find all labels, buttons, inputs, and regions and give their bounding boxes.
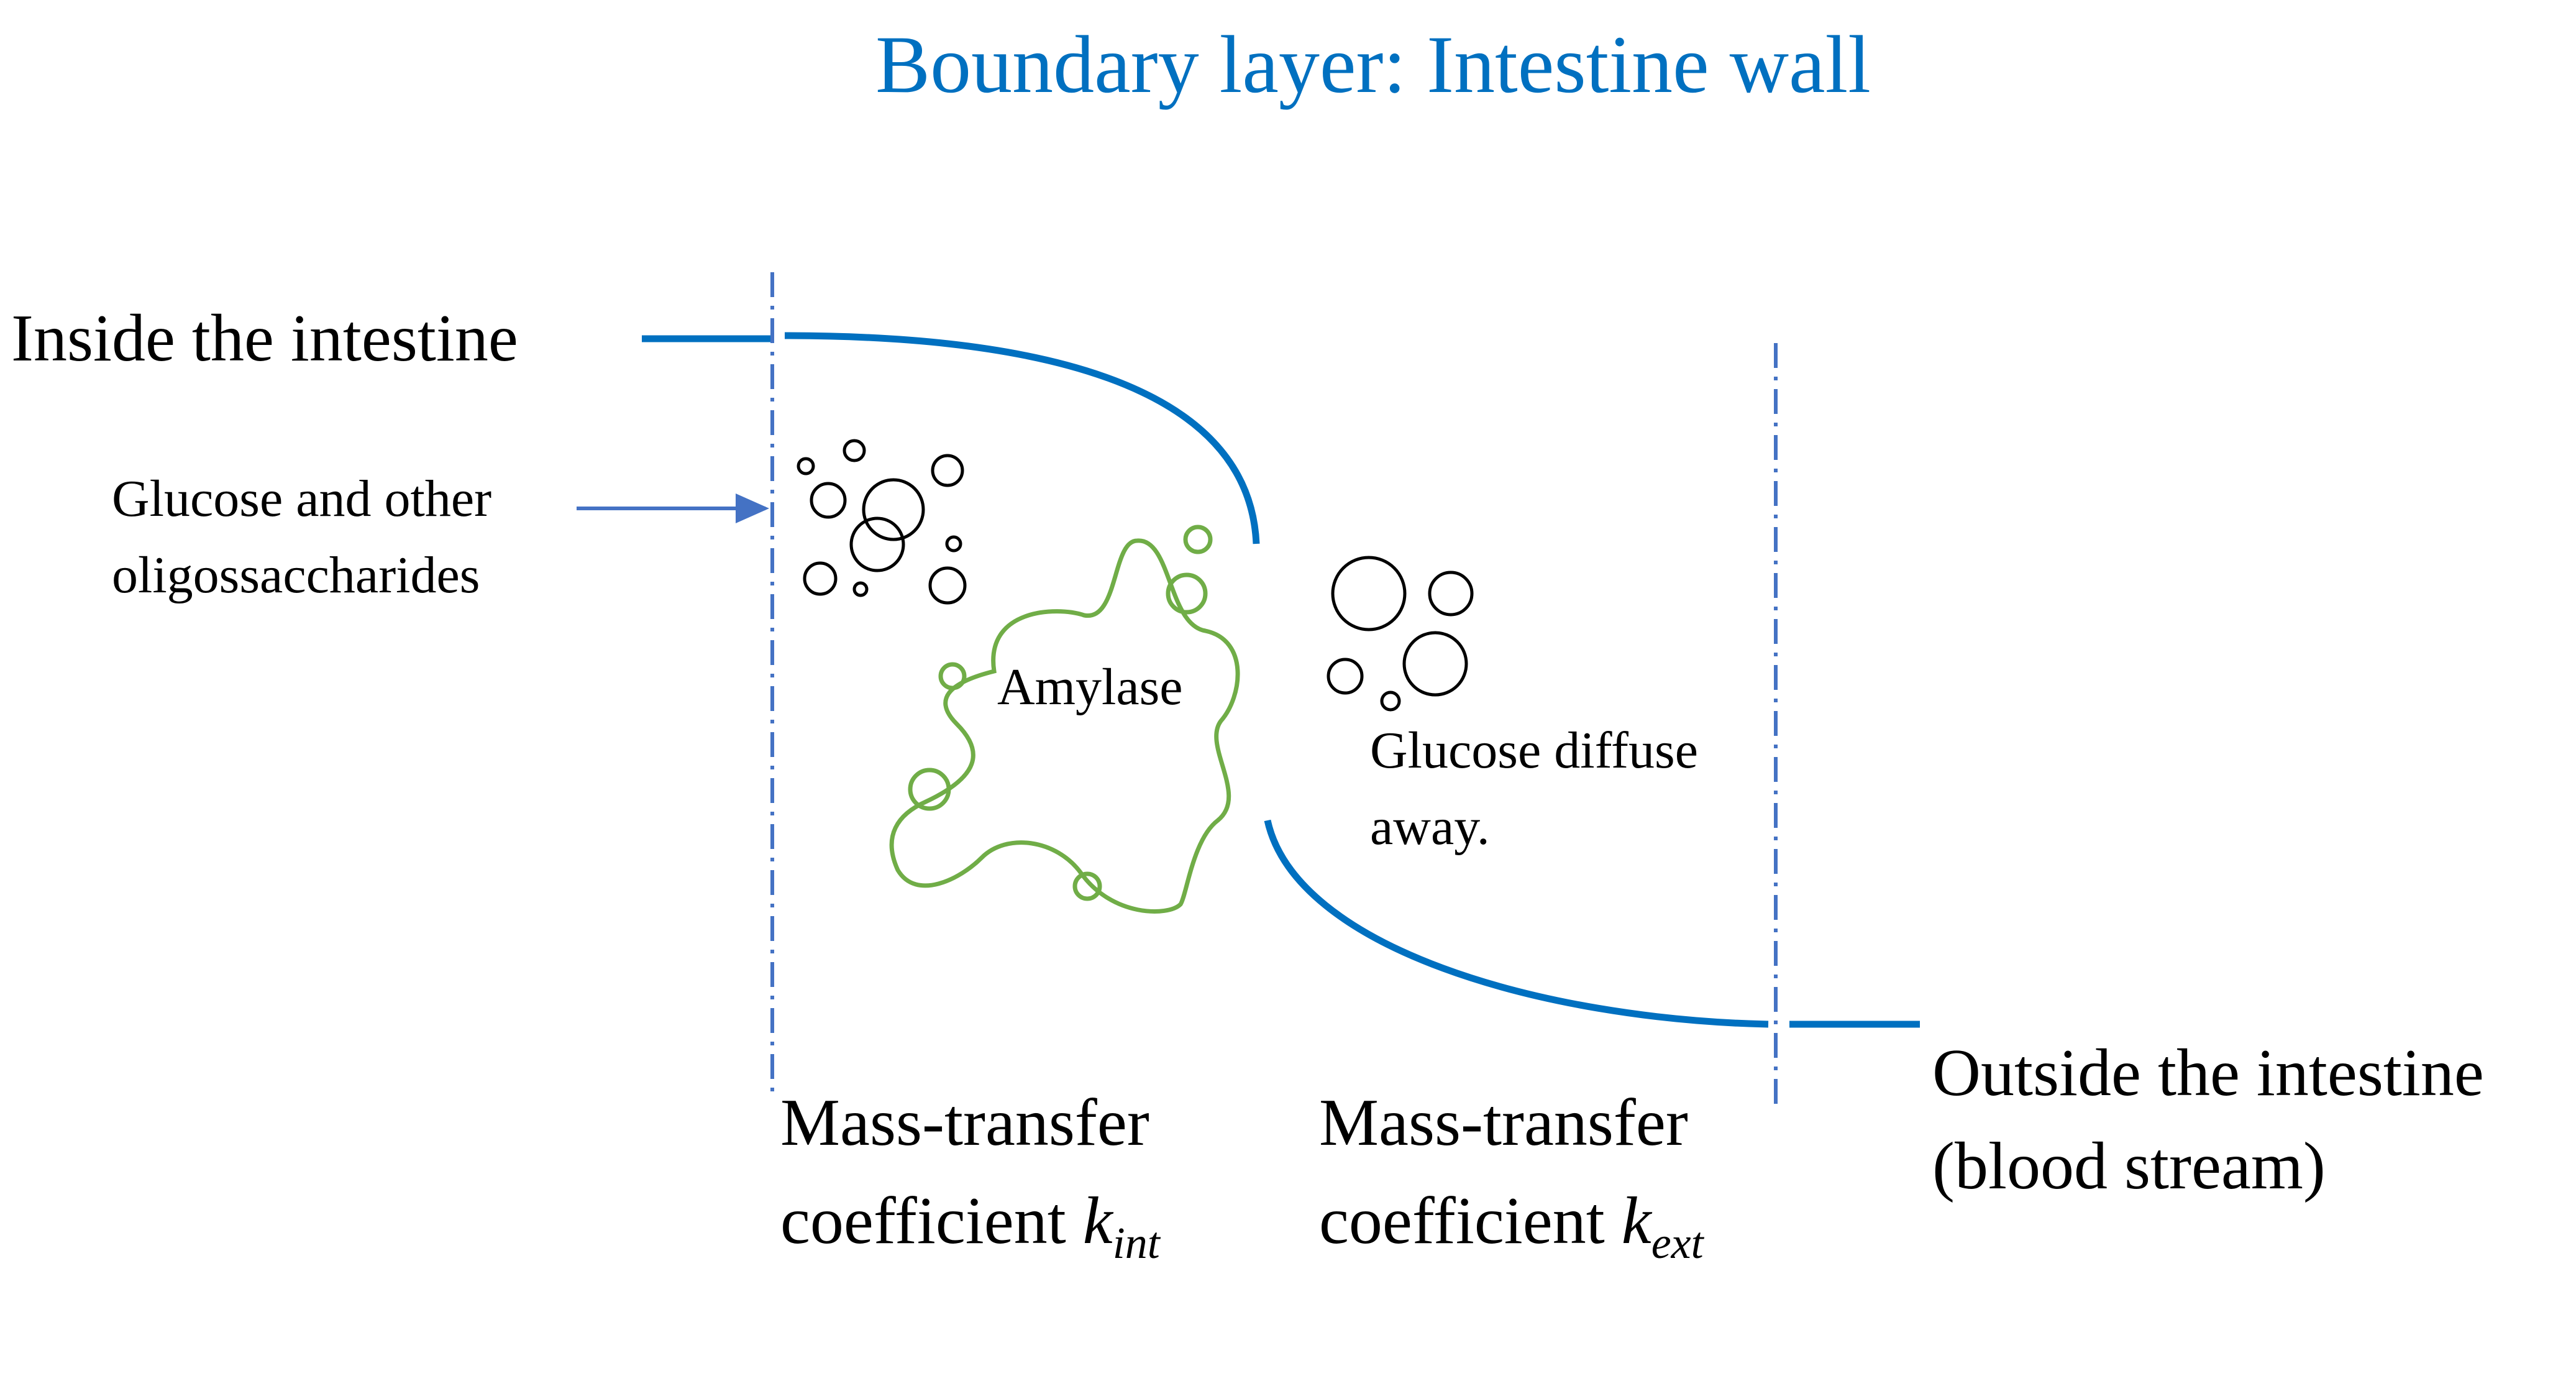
glucose-label: Glucose and other oligossaccharides [112, 470, 505, 604]
glucose-molecules-inside [797, 439, 967, 605]
outside-intestine-line1: Outside the intestine [1932, 1036, 2484, 1110]
mass-transfer-left-line1: Mass-transfer [780, 1086, 1149, 1160]
mass-transfer-right-line2: coefficient [1319, 1184, 1622, 1258]
glucose-molecules-outside [1327, 556, 1474, 712]
outside-concentration-curve [1264, 819, 1769, 1028]
mass-transfer-right-line1: Mass-transfer [1319, 1086, 1688, 1160]
inside-concentration-curve [784, 332, 1260, 544]
glucose-label-line2: oligossaccharides [112, 546, 480, 604]
mass-transfer-left-line2: coefficient [780, 1184, 1083, 1258]
glucose-diffuse-line1: Glucose diffuse [1370, 722, 1698, 779]
concentration-profile [642, 332, 1920, 1028]
mass-transfer-left-subscript: int [1113, 1218, 1161, 1268]
glucose-diffuse-line2: away. [1370, 798, 1490, 856]
mass-transfer-left-label: Mass-transfer coefficient kint [780, 1086, 1166, 1268]
diagram-title: Boundary layer: Intestine wall [875, 19, 1871, 110]
mass-transfer-left-k: k [1083, 1184, 1114, 1258]
inside-intestine-label: Inside the intestine [11, 301, 518, 375]
outside-intestine-label: Outside the intestine (blood stream) [1932, 1036, 2501, 1203]
amylase-enzyme [889, 525, 1240, 914]
glucose-label-line1: Glucose and other [112, 470, 491, 528]
amylase-blob [889, 538, 1240, 914]
mass-transfer-right-subscript: ext [1651, 1218, 1705, 1268]
outside-intestine-line2: (blood stream) [1932, 1129, 2326, 1203]
mass-transfer-right-k: k [1622, 1184, 1653, 1258]
glucose-diffuse-label: Glucose diffuse away. [1370, 722, 1711, 856]
mass-transfer-right-label: Mass-transfer coefficient kext [1319, 1086, 1705, 1268]
amylase-label: Amylase [997, 658, 1183, 716]
